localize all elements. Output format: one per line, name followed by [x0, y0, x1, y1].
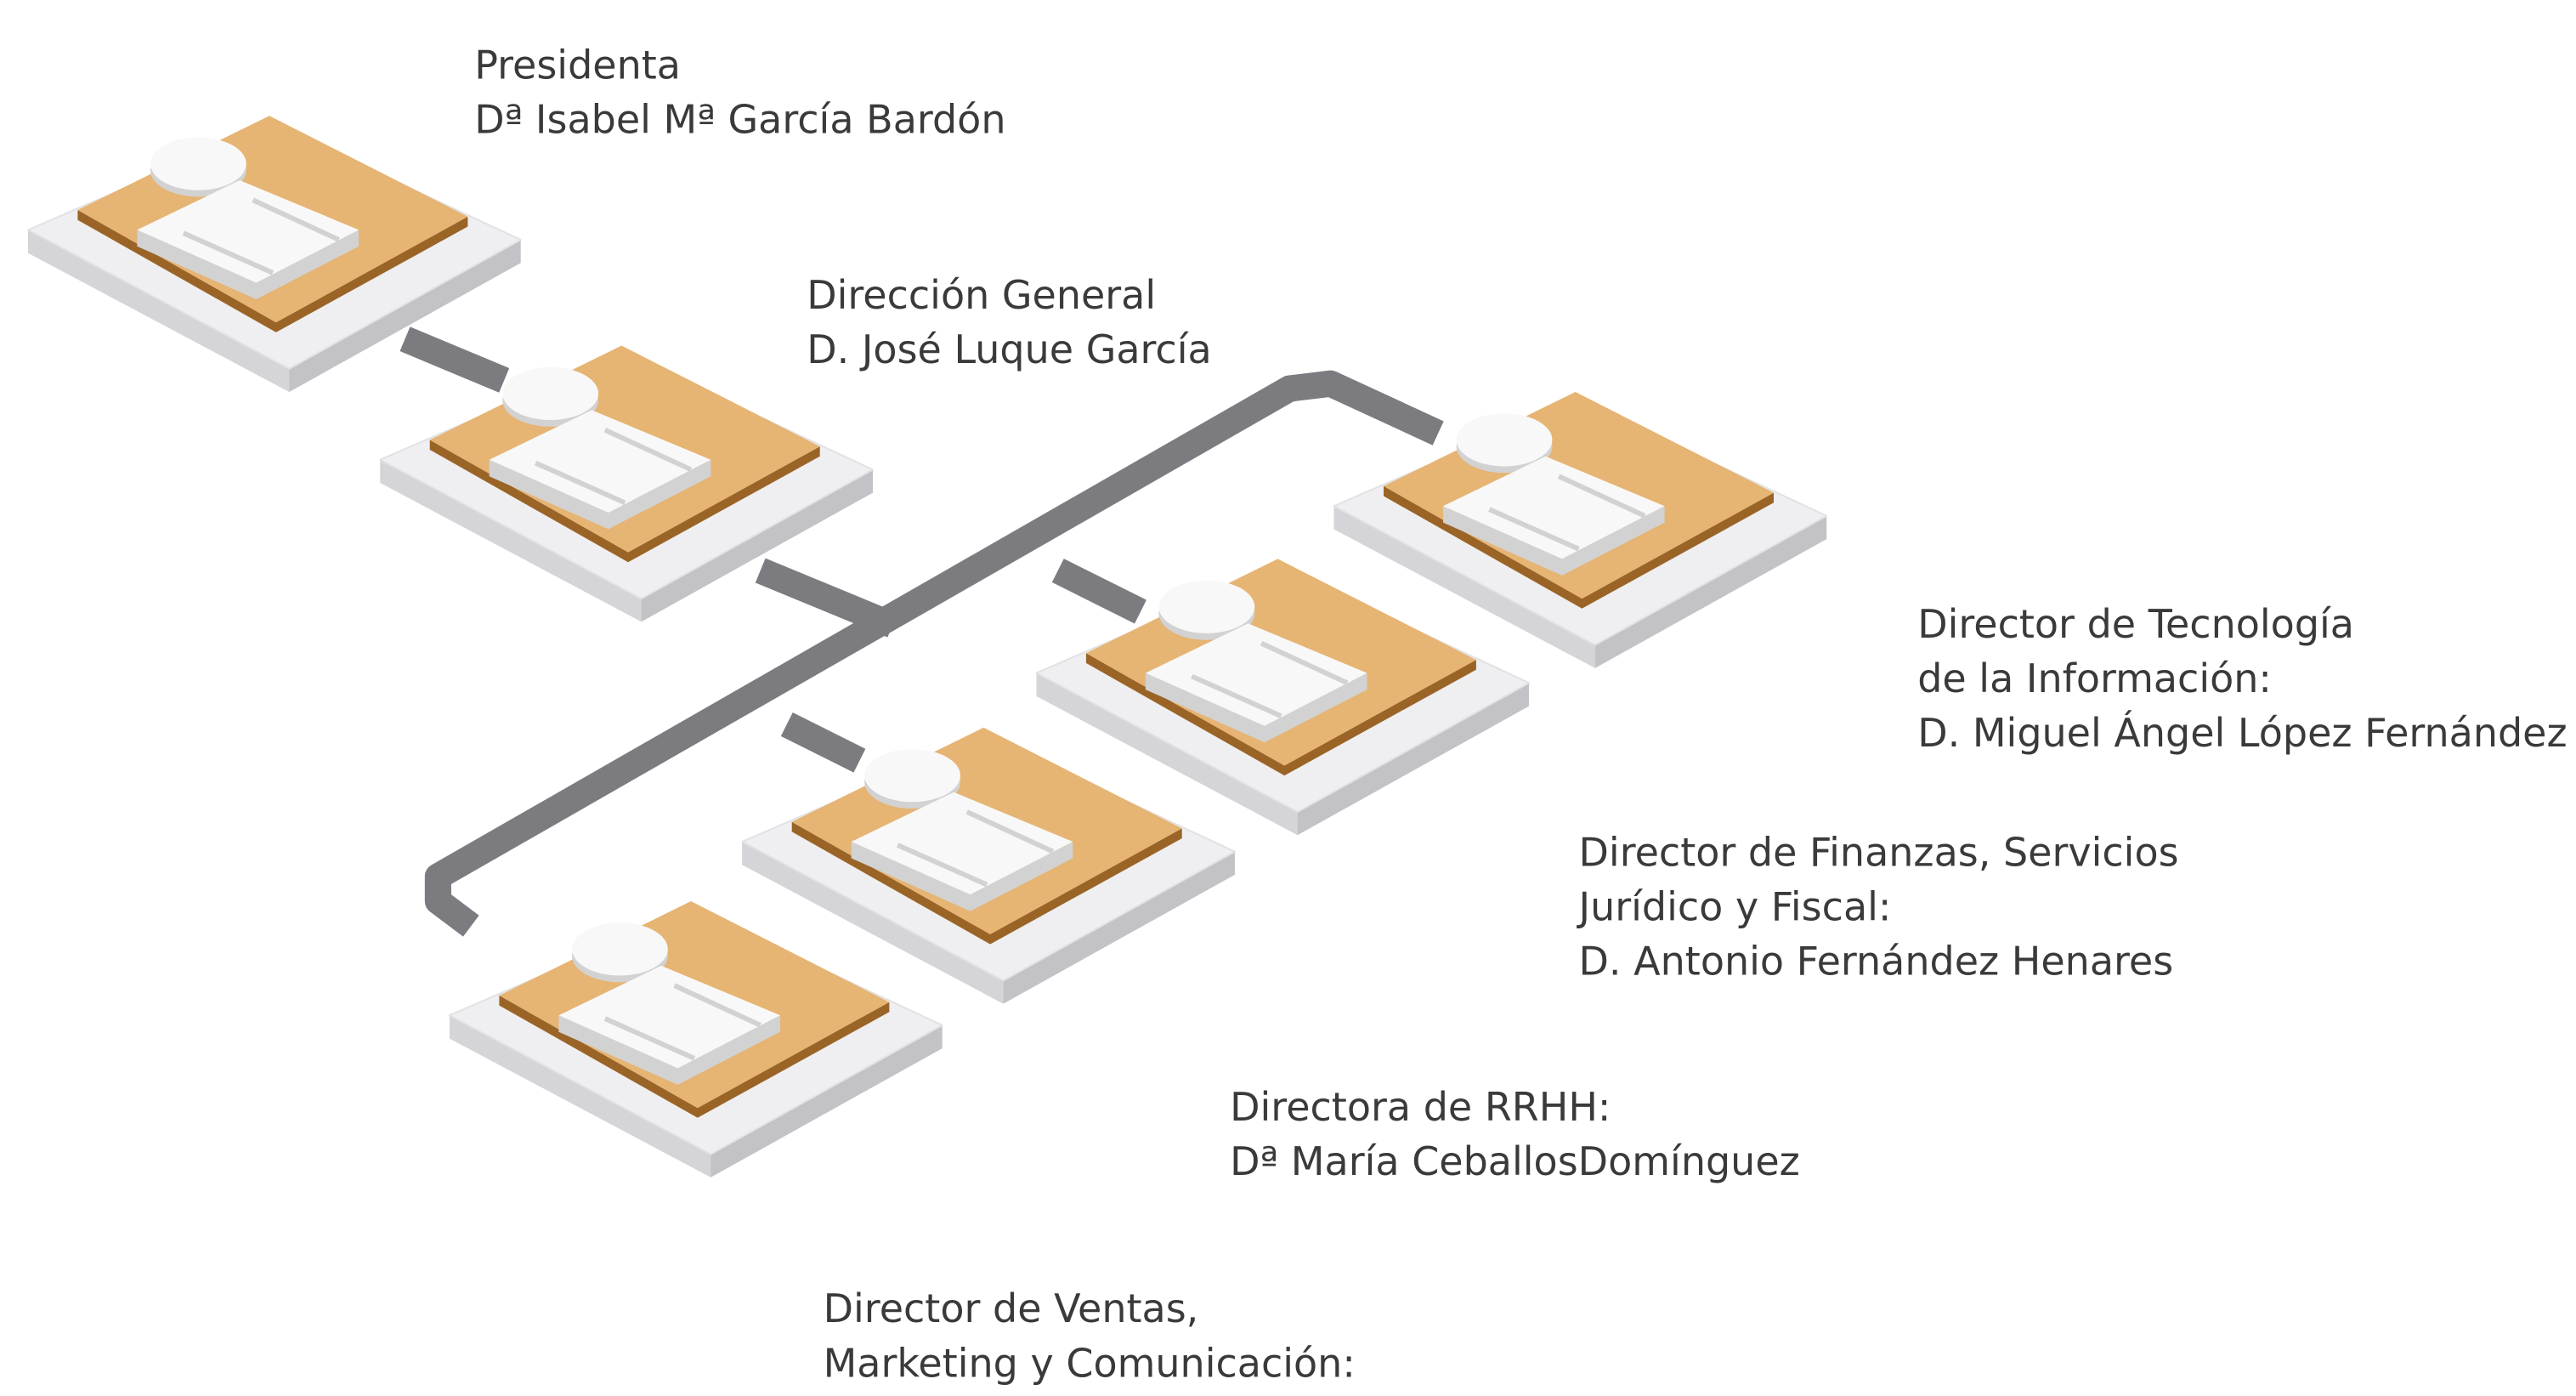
person-arm-line — [1260, 640, 1349, 685]
person-body-side — [851, 842, 1073, 911]
card-plate-side-left — [1036, 672, 1298, 836]
person-icon — [137, 137, 360, 299]
person-head — [1158, 580, 1255, 633]
card-plate-side-left — [450, 1015, 711, 1178]
connector-line — [780, 712, 866, 773]
node-label-line: Dª Isabel Mª García Bardón — [474, 97, 1005, 143]
person-arm-line — [1191, 673, 1282, 718]
org-node-card — [1333, 392, 1828, 668]
person-head — [150, 137, 246, 190]
person-arm-line — [1488, 507, 1580, 552]
node-label-director-ventas: Director de Ventas, Marketing y Comunicac… — [824, 1285, 1418, 1396]
node-label-direccion-general: Dirección General D. José Luque García — [807, 272, 1212, 372]
person-arm-line — [535, 460, 626, 505]
person-body-side — [137, 230, 360, 299]
org-node-card — [741, 727, 1236, 1004]
person-body — [489, 410, 711, 513]
card-plate-side — [28, 230, 521, 392]
node-label-presidenta: Presidenta Dª Isabel Mª García Bardón — [474, 43, 1005, 143]
card-plate-side — [1333, 506, 1827, 668]
person-arm-line — [182, 230, 275, 275]
person-head — [1456, 413, 1553, 467]
node-label-line: Director de Ventas, — [824, 1285, 1199, 1331]
person-arm-line — [252, 197, 340, 242]
org-labels: Presidenta Dª Isabel Mª García BardónDire… — [474, 43, 2567, 1396]
person-body-side — [1443, 506, 1665, 576]
connector-line — [399, 326, 510, 393]
person-body — [137, 180, 360, 283]
person-head — [572, 922, 668, 976]
connector-line — [424, 370, 1444, 937]
person-body — [558, 965, 780, 1069]
connector-lines — [399, 326, 1444, 937]
person-arm-line — [603, 1016, 696, 1061]
card-plate-side — [1036, 672, 1530, 836]
node-label-line: Dirección General — [807, 272, 1156, 318]
person-body — [851, 792, 1073, 895]
card-plate-side-left — [742, 842, 1004, 1004]
person-body-side — [489, 459, 711, 530]
person-body-side — [1145, 672, 1367, 743]
person-arm-line — [965, 809, 1055, 854]
org-node-card — [27, 116, 522, 392]
node-label-line: Director de Tecnología — [1917, 601, 2354, 647]
node-label-line: D. Martín Aleixandre Contelles — [824, 1395, 1418, 1396]
person-body-side — [558, 1015, 780, 1085]
person-icon — [851, 749, 1073, 911]
org-node-card — [1035, 559, 1531, 836]
card-plate-side — [450, 1015, 943, 1178]
org-nodes — [27, 116, 1828, 1178]
person-body — [1443, 456, 1665, 559]
org-node-card — [379, 345, 874, 622]
node-label-line: Dª María CeballosDomínguez — [1230, 1138, 1800, 1184]
person-icon — [1443, 413, 1665, 576]
connector-line — [1051, 559, 1146, 624]
person-head — [864, 749, 960, 803]
org-node-card — [449, 901, 943, 1178]
person-icon — [489, 366, 711, 530]
node-label-line: Directora de RRHH: — [1230, 1084, 1611, 1130]
node-label-line: D. Miguel Ángel López Fernández — [1917, 710, 2567, 756]
card-plate-side-left — [1333, 506, 1595, 668]
person-arm-line — [673, 983, 761, 1028]
node-label-line: Director de Finanzas, Servicios — [1579, 829, 2179, 875]
person-head — [502, 366, 599, 420]
node-label-line: Marketing y Comunicación: — [824, 1340, 1356, 1386]
node-label-line: Jurídico y Fiscal: — [1577, 884, 1892, 930]
person-icon — [558, 922, 780, 1085]
person-body — [1145, 623, 1367, 726]
node-label-line: Presidenta — [474, 43, 681, 88]
node-label-line: D. Antonio Fernández Henares — [1579, 939, 2174, 985]
card-plate-side-left — [380, 459, 642, 622]
card-plate-side-left — [28, 230, 290, 392]
person-icon — [1145, 580, 1367, 743]
node-label-directora-rrhh: Directora de RRHH: Dª María CeballosDomín… — [1230, 1084, 1800, 1184]
node-label-director-tecnologia: Director de Tecnología de la Información:… — [1917, 601, 2567, 756]
person-arm-line — [603, 428, 693, 473]
node-label-line: D. José Luque García — [807, 326, 1212, 372]
card-plate-side — [380, 459, 873, 622]
card-plate-side — [742, 842, 1235, 1004]
person-arm-line — [1557, 474, 1646, 519]
person-arm-line — [896, 843, 988, 888]
node-label-line: de la Información: — [1917, 655, 2272, 701]
